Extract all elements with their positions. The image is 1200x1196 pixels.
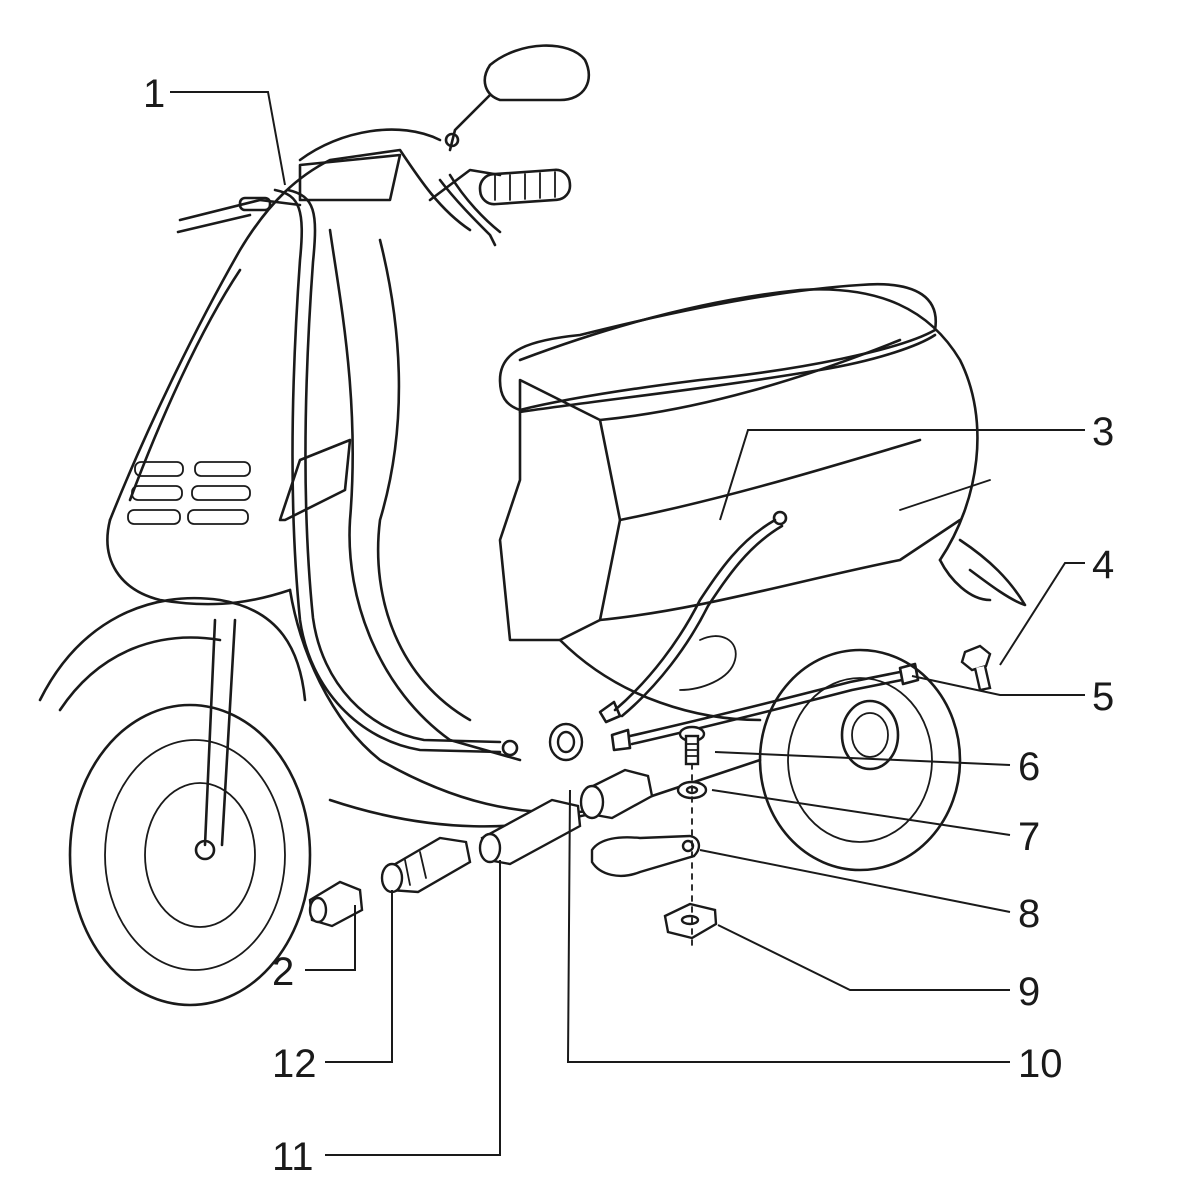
callout-12: 12 <box>272 1042 317 1086</box>
callout-10: 10 <box>1018 1042 1063 1086</box>
part-2-bushing <box>308 880 364 928</box>
grommet <box>548 722 584 762</box>
cable-3 <box>598 510 788 724</box>
part-4-screw <box>960 644 992 692</box>
part-6-bolt <box>678 725 706 766</box>
part-10-cap <box>579 768 654 820</box>
callout-labels: 1 2 3 4 5 6 7 8 9 10 11 12 <box>143 72 1114 1179</box>
callout-2: 2 <box>272 950 294 994</box>
scooter-body <box>38 44 1027 1007</box>
callout-3: 3 <box>1092 410 1114 454</box>
callout-7: 7 <box>1018 815 1040 859</box>
cable-5 <box>610 662 920 752</box>
callout-9: 9 <box>1018 970 1040 1014</box>
callout-4: 4 <box>1092 543 1114 587</box>
callout-6: 6 <box>1018 745 1040 789</box>
callout-11: 11 <box>272 1135 314 1179</box>
callout-8: 8 <box>1018 892 1040 936</box>
part-12-adjuster <box>380 836 472 894</box>
part-9-nutplate <box>663 902 718 940</box>
part-11-sleeve <box>478 798 582 866</box>
cable-1 <box>238 188 519 757</box>
part-8-bracket <box>590 834 701 877</box>
callout-1: 1 <box>143 72 165 116</box>
callout-5: 5 <box>1092 675 1114 719</box>
leader-lines <box>170 91 1085 1156</box>
